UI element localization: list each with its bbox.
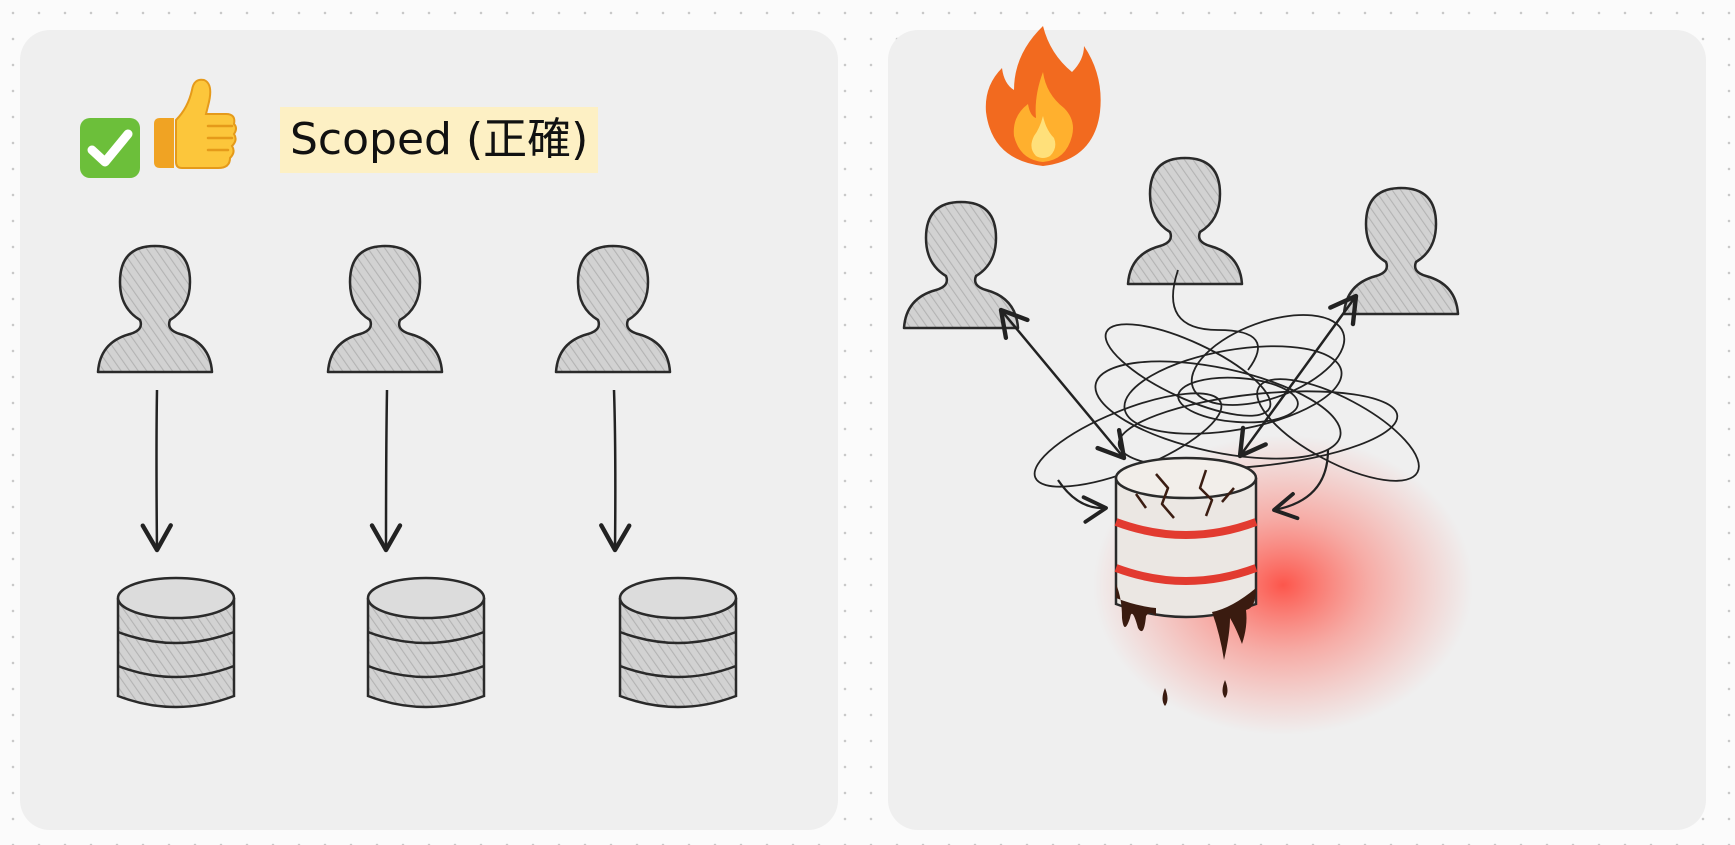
unscoped-diagram [902, 156, 1473, 735]
overloaded-database-icon [1114, 456, 1258, 660]
user-icon [1342, 186, 1460, 316]
arrow [1237, 293, 1359, 459]
user-icon [96, 244, 214, 374]
arrow [1057, 479, 1108, 524]
arrow [599, 389, 632, 553]
fire-icon [985, 26, 1101, 166]
database-icon [366, 576, 486, 709]
arrow [998, 307, 1127, 461]
user-icon [1126, 156, 1244, 286]
arrow [140, 389, 173, 553]
thumbs-up-icon [154, 78, 237, 169]
user-icon [554, 244, 672, 374]
unscoped-panel [888, 26, 1706, 830]
check-mark-icon [80, 118, 140, 178]
scoped-diagram [96, 244, 738, 709]
database-icon [116, 576, 236, 709]
drip [1222, 680, 1228, 698]
scoped-title: Scoped (正確) [280, 107, 599, 173]
user-icon [326, 244, 444, 374]
database-icon [618, 576, 738, 709]
drip [1162, 688, 1168, 706]
scoped-panel: Scoped (正確) [20, 30, 838, 830]
arrow [369, 389, 403, 553]
user-icon [902, 200, 1020, 330]
arrow [1272, 449, 1330, 521]
